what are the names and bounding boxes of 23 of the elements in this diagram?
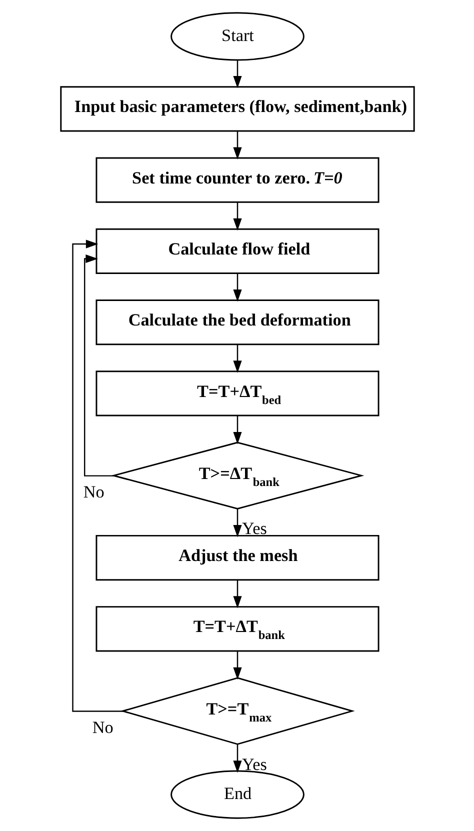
arrow: [232, 344, 242, 373]
arrow: [232, 273, 242, 302]
edge-label: No: [82, 482, 104, 502]
node-box: T=T+ΔT$_{bank}$: [95, 606, 379, 652]
arrow: [232, 60, 242, 88]
arrow: [232, 744, 242, 773]
arrow: [232, 202, 242, 231]
arrow: [232, 416, 242, 444]
node-box: Input basic parameters (flow, sediment,bank): [60, 86, 414, 132]
node-box: T=T+ΔT$_{bed}$: [95, 370, 379, 416]
node-box: Set time counter to zero. T=0: [95, 157, 379, 203]
node-box: Adjust the mesh: [95, 534, 379, 581]
arrow: [232, 580, 242, 608]
arrow: [232, 651, 242, 680]
node-ellipse: End: [170, 770, 304, 819]
arrow: [72, 240, 124, 712]
node-box: Calculate the bed deformation: [95, 300, 379, 346]
node-ellipse: Start: [170, 12, 304, 61]
arrow: [232, 509, 242, 538]
arrow: [232, 131, 242, 160]
edge-label: No: [92, 718, 113, 738]
arrow: [84, 254, 114, 476]
node-box: Calculate flow field: [95, 228, 379, 274]
